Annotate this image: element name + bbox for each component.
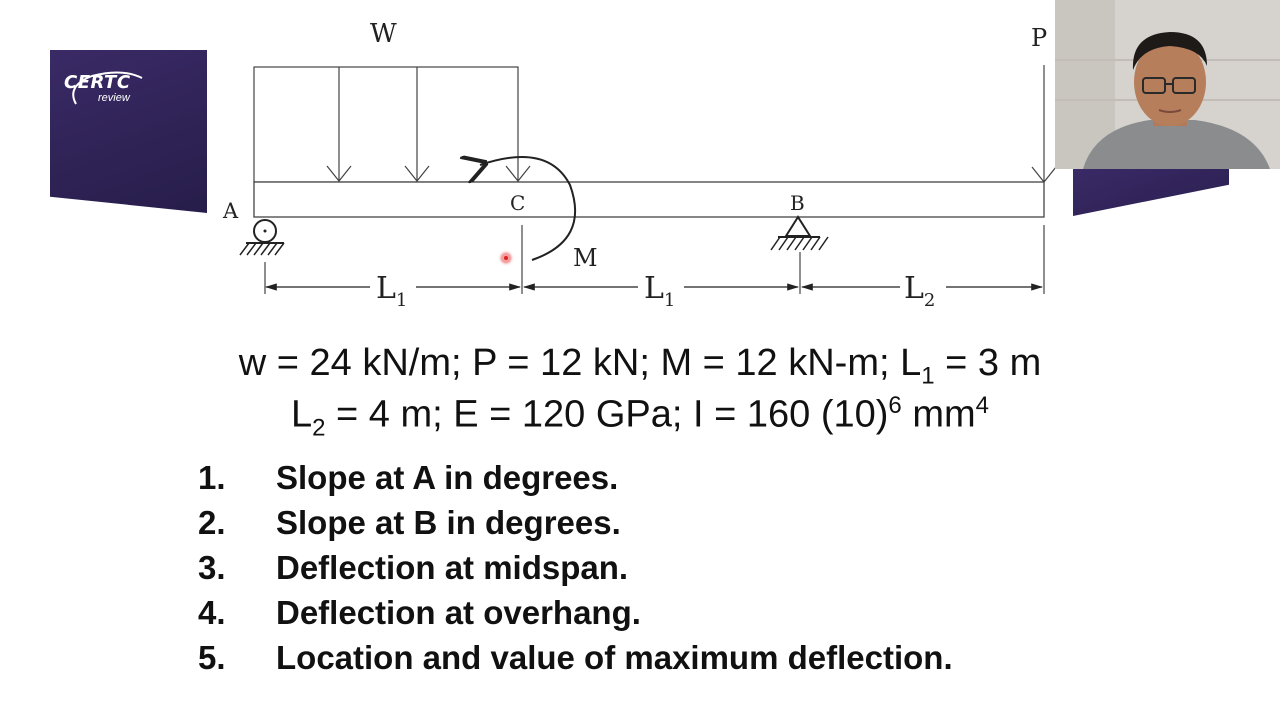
beam-diagram: W P A: [222, 19, 1055, 311]
moment-label: M: [573, 244, 598, 272]
load-p-label: P: [1031, 24, 1047, 52]
beam: [253, 181, 1045, 218]
right-decoration: [1073, 168, 1229, 216]
question-text: Slope at B in degrees.: [276, 503, 621, 541]
webcam-video: [1055, 0, 1280, 169]
point-a-label: A: [222, 199, 239, 223]
question-item: 4. Deflection at overhang.: [198, 590, 953, 635]
laser-pointer-icon: [501, 253, 511, 263]
logo-brand: CERTC: [64, 72, 131, 93]
questions-list: 1. Slope at A in degrees. 2. Slope at B in…: [198, 455, 953, 680]
load-w-label: W: [370, 19, 397, 49]
params-line-1: w = 24 kN/m; P = 12 kN; M = 12 kN-m; L1 …: [238, 342, 1042, 390]
question-number: 3.: [198, 548, 226, 586]
logo-sub: review: [98, 92, 130, 104]
question-item: 2. Slope at B in degrees.: [198, 500, 953, 545]
question-text: Deflection at midspan.: [276, 548, 629, 586]
point-b-label: B: [790, 191, 805, 215]
question-text: Deflection at overhang.: [276, 593, 641, 631]
pin-support-b: [770, 215, 829, 251]
question-number: 2.: [198, 503, 226, 541]
question-text: Slope at A in degrees.: [276, 458, 619, 496]
question-text: Location and value of maximum deflection…: [276, 638, 953, 676]
question-number: 5.: [198, 638, 226, 676]
logo-panel: [50, 50, 207, 213]
question-item: 5. Location and value of maximum deflecti…: [198, 635, 953, 680]
logo-swoosh-icon: [72, 71, 143, 105]
presenter-image: [1055, 0, 1280, 169]
dim-label-1: L1: [376, 271, 407, 311]
question-number: 1.: [198, 458, 226, 496]
dim-label-2: L1: [644, 271, 675, 311]
roller-support-a: [239, 219, 285, 256]
moment-arrow-icon: [480, 157, 577, 261]
point-load-p: [1031, 65, 1055, 183]
question-item: 1. Slope at A in degrees.: [198, 455, 953, 500]
question-item: 3. Deflection at midspan.: [198, 545, 953, 590]
distributed-load: [253, 66, 531, 183]
params-line-2: L2 = 4 m; E = 120 GPa; I = 160 (10)6 mm4: [290, 392, 990, 442]
point-c-label: C: [510, 191, 525, 215]
dim-label-3: L2: [904, 271, 935, 311]
question-number: 4.: [198, 593, 226, 631]
